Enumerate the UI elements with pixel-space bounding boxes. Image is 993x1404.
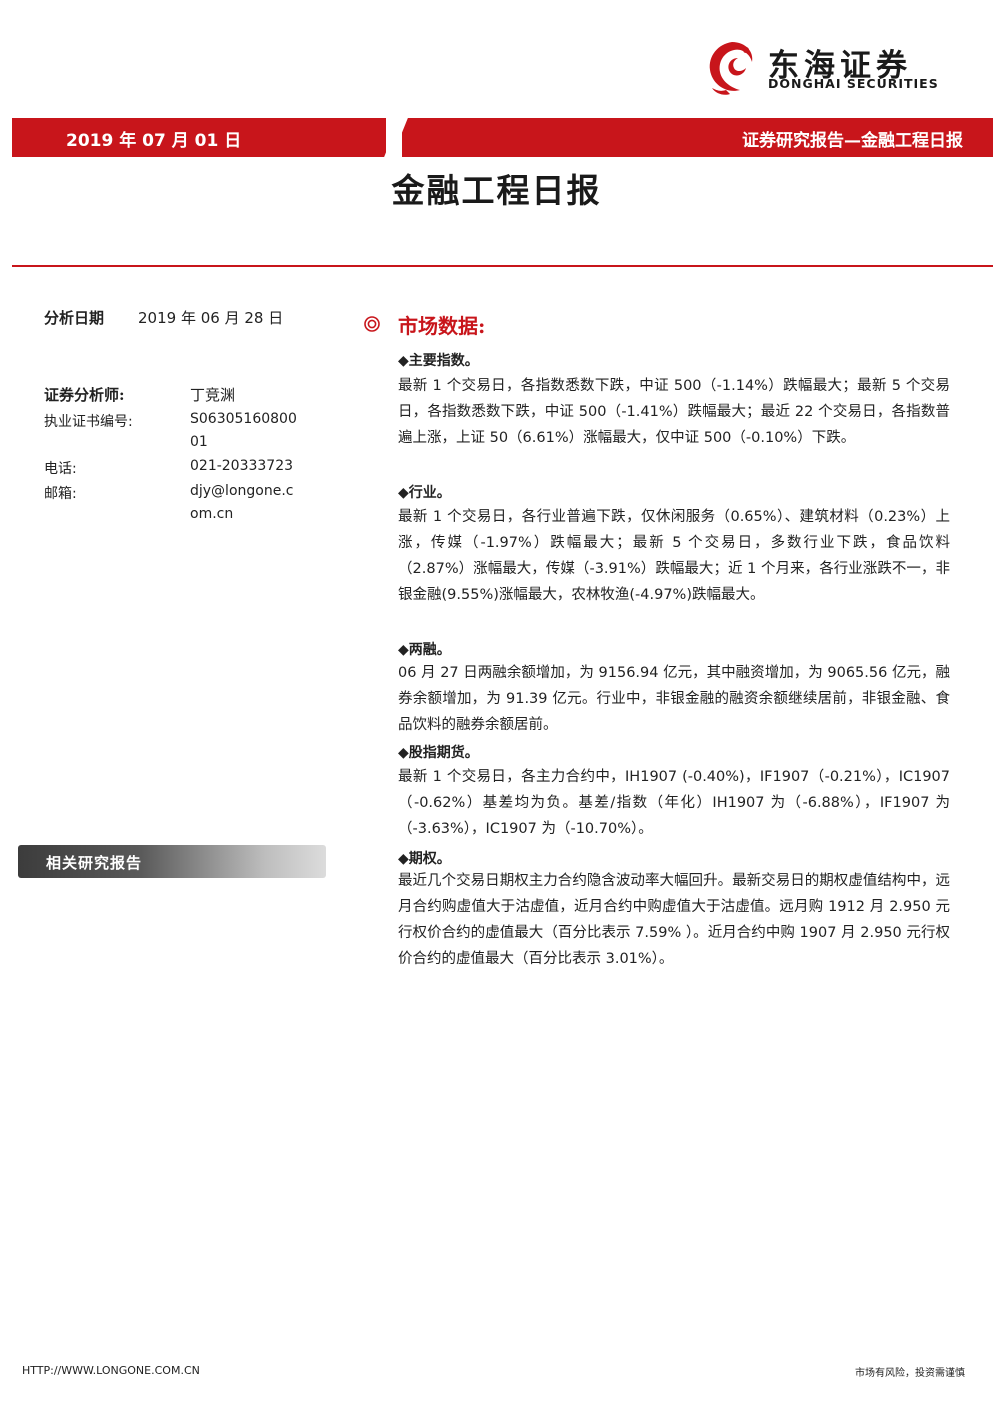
phone-label: 电话: — [44, 461, 77, 477]
analysis-date-label: 分析日期 — [44, 309, 105, 327]
email-value-2[interactable]: om.cn — [190, 506, 234, 522]
logo-chinese-name: 东海证券 — [768, 48, 912, 84]
footer-risk-disclaimer: 市场有风险，投资需谨慎 — [855, 1368, 965, 1379]
email-label: 邮箱: — [44, 486, 77, 502]
page-title: 金融工程日报 — [391, 171, 602, 210]
dragon-logo-icon — [709, 42, 753, 95]
divider — [12, 265, 993, 267]
header-bar: 2019 年 07 月 01 日 证券研究报告—金融工程日报 — [12, 118, 993, 157]
market-title: 市场数据: — [398, 314, 486, 338]
section-heading-options: ◆期权。 — [398, 851, 451, 867]
section-text-industry: 最新 1 个交易日，各行业普遍下跌，仅休闲服务（0.65%）、建筑材料（0.23… — [398, 509, 950, 603]
section-text-options: 最近几个交易日期权主力合约隐含波动率大幅回升。最新交易日的期权虚值结构中，远月合… — [398, 873, 950, 967]
footer-url[interactable]: HTTP://WWW.LONGONE.COM.CN — [22, 1364, 200, 1377]
related-reports-header: 相关研究报告 — [18, 845, 326, 878]
section-text-futures: 最新 1 个交易日，各主力合约中，IH1907 (-0.40%)，IF1907（… — [398, 769, 950, 837]
report-type: 证券研究报告—金融工程日报 — [742, 131, 963, 151]
section-text-margin: 06 月 27 日两融余额增加，为 9156.94 亿元，其中融资增加，为 90… — [398, 665, 950, 733]
license-value-1: S06305160800 — [190, 411, 297, 427]
license-value-2: 01 — [190, 434, 208, 450]
bullseye-icon — [364, 316, 380, 332]
section-heading-margin: ◆两融。 — [398, 642, 451, 658]
phone-value: 021-20333723 — [190, 458, 294, 474]
report-date: 2019 年 07 月 01 日 — [66, 131, 242, 151]
section-heading-futures: ◆股指期货。 — [398, 745, 479, 761]
analysis-date-value: 2019 年 06 月 28 日 — [138, 309, 284, 327]
email-value-1[interactable]: djy@longone.c — [190, 483, 294, 499]
analyst-label: 证券分析师: — [44, 386, 125, 404]
logo-english-name: DONGHAI SECURITIES — [768, 76, 939, 91]
section-heading-industry: ◆行业。 — [398, 485, 451, 501]
analyst-name: 丁竞渊 — [190, 386, 236, 404]
company-logo: 东海证券 DONGHAI SECURITIES — [702, 38, 962, 100]
related-reports-label: 相关研究报告 — [46, 854, 143, 872]
license-label: 执业证书编号: — [44, 414, 133, 430]
section-text-index: 最新 1 个交易日，各指数悉数下跌，中证 500（-1.14%）跌幅最大；最新 … — [398, 378, 950, 446]
section-heading-index: ◆主要指数。 — [398, 353, 479, 369]
